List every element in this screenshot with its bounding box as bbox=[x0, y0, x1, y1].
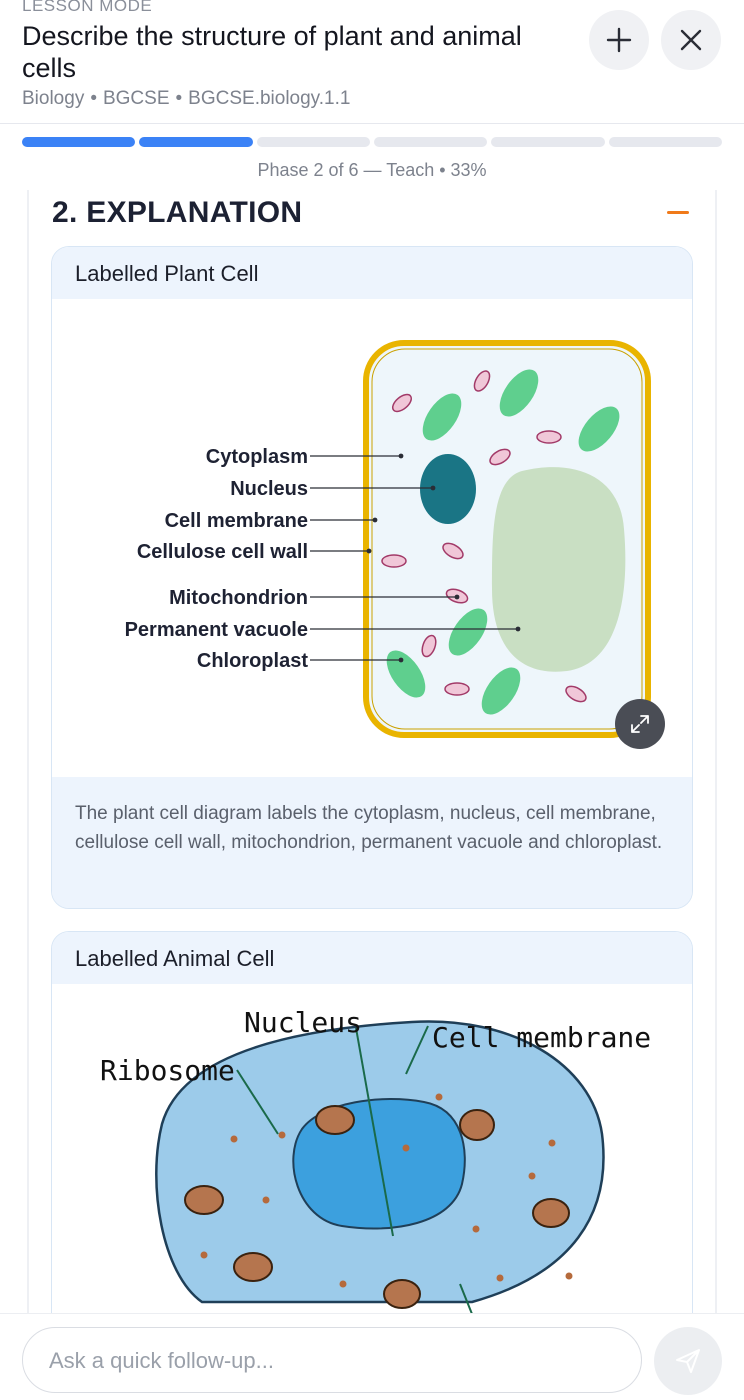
plant-cell-diagram: Cytoplasm Nucleus Cell membrane Cellulos… bbox=[125, 340, 651, 738]
label-cell-wall: Cellulose cell wall bbox=[137, 541, 308, 563]
mitochondria bbox=[381, 370, 587, 703]
cell-membrane bbox=[371, 348, 643, 730]
label-ribosome: Ribosome bbox=[100, 1054, 235, 1087]
nucleus bbox=[420, 454, 476, 524]
progress-segment bbox=[373, 137, 488, 147]
page-title: Describe the structure of plant and anim… bbox=[22, 21, 522, 83]
breadcrumb-separator: • bbox=[175, 88, 183, 109]
phase-label: Phase 2 of 6 — Teach • 33% bbox=[257, 160, 487, 180]
progress-segment bbox=[608, 137, 722, 147]
lesson-header: LESSON MODE Describe the structure of pl… bbox=[0, 0, 744, 124]
progress-segment bbox=[256, 137, 370, 147]
figure-title: Labelled Plant Cell bbox=[52, 247, 692, 299]
label-leader-lines bbox=[310, 455, 518, 661]
label-vacuole: Permanent vacuole bbox=[125, 619, 308, 641]
figure-caption: The plant cell diagram labels the cytopl… bbox=[52, 777, 692, 908]
label-cytoplasm: Cytoplasm bbox=[206, 446, 308, 468]
breadcrumb: Biology•BGCSE•BGCSE.biology.1.1 bbox=[22, 88, 350, 110]
close-icon bbox=[680, 29, 702, 51]
chloroplasts bbox=[386, 369, 620, 715]
expand-icon bbox=[631, 715, 649, 733]
follow-up-input[interactable]: Ask a quick follow-up... bbox=[22, 1327, 642, 1393]
ribosomes bbox=[200, 1093, 573, 1288]
progress-segment bbox=[491, 137, 605, 147]
section-title: 2. EXPLANATION bbox=[52, 196, 303, 229]
send-button[interactable] bbox=[654, 1327, 722, 1395]
mitochondria bbox=[184, 1105, 570, 1309]
breadcrumb-syllabus[interactable]: BGCSE bbox=[102, 88, 170, 109]
minus-icon[interactable] bbox=[667, 211, 689, 214]
lesson-mode-label: LESSON MODE bbox=[22, 0, 153, 15]
label-chloroplast: Chloroplast bbox=[197, 650, 308, 672]
breadcrumb-subject[interactable]: Biology bbox=[22, 88, 85, 109]
plant-cell-figure: Labelled Plant Cell bbox=[51, 246, 693, 909]
expand-image-button[interactable] bbox=[615, 699, 665, 749]
label-leader-dots bbox=[366, 453, 521, 663]
send-icon bbox=[676, 1349, 700, 1373]
label-cell-membrane: Cell membrane bbox=[165, 510, 308, 532]
plus-icon bbox=[606, 27, 632, 53]
label-nucleus: Nucleus bbox=[244, 1006, 362, 1039]
breadcrumb-topic[interactable]: BGCSE.biology.1.1 bbox=[188, 88, 351, 109]
breadcrumb-separator: • bbox=[90, 88, 97, 109]
progress-segment-done bbox=[139, 137, 253, 147]
progress-segment-done bbox=[22, 137, 136, 147]
figure-title: Labelled Animal Cell bbox=[52, 932, 692, 984]
label-leader-lines bbox=[236, 1025, 473, 1314]
label-mitochondrion: Mitochondrion bbox=[169, 587, 308, 609]
phase-progress-bar bbox=[22, 137, 722, 147]
label-nucleus: Nucleus bbox=[230, 478, 308, 500]
add-button[interactable] bbox=[589, 10, 649, 70]
animal-cell-diagram: Nucleus Cell membrane Ribosome bbox=[100, 1006, 651, 1314]
close-button[interactable] bbox=[661, 10, 721, 70]
animal-cell-figure: Labelled Animal Cell bbox=[51, 931, 693, 1351]
label-cell-membrane: Cell membrane bbox=[432, 1021, 651, 1054]
vacuole bbox=[492, 467, 626, 672]
